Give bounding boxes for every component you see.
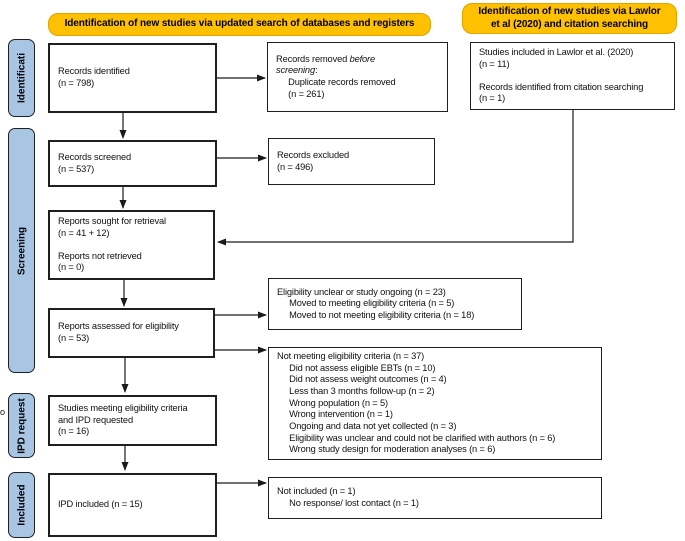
box-not-included: Not included (n = 1) No response/ lost c… <box>268 477 602 519</box>
box-records-removed: Records removed before screening: Duplic… <box>267 42 448 112</box>
stage-label-ipd-request: IPD request <box>8 393 35 458</box>
box-records-identified-text: Records identified (n = 798) <box>58 66 130 88</box>
banner-updated-search: Identification of new studies via update… <box>48 13 431 36</box>
stage-label-identification: Identificati <box>8 39 35 117</box>
box-studies-meeting-text: Studies meeting eligibility criteria and… <box>58 403 188 437</box>
box-not-meeting-text: Not meeting eligibility criteria (n = 37… <box>277 351 556 455</box>
stage-label-screening: Screening <box>8 128 35 373</box>
box-records-screened: Records screened (n = 537) <box>48 140 217 187</box>
arrow-lawlor-to-sought <box>217 110 574 246</box>
box-not-included-text: Not included (n = 1) No response/ lost c… <box>277 486 419 508</box>
box-records-excluded-text: Records excluded (n = 496) <box>277 149 350 172</box>
box-not-meeting: Not meeting eligibility criteria (n = 37… <box>268 347 602 460</box>
stage-label-ipd-request-text: IPD request <box>16 397 27 454</box>
box-reports-assessed: Reports assessed for eligibility (n = 53… <box>48 308 215 358</box>
stage-label-screening-text: Screening <box>16 226 27 275</box>
stray-character: o <box>0 407 6 417</box>
box-ipd-included: IPD included (n = 15) <box>48 473 217 537</box>
records-removed-normal2: : <box>314 65 318 76</box>
box-records-identified: Records identified (n = 798) <box>48 43 217 113</box>
stage-label-identification-text: Identificati <box>16 52 27 104</box>
box-records-removed-text: Records removed before screening: Duplic… <box>276 54 396 100</box>
box-reports-sought: Reports sought for retrieval (n = 41 + 1… <box>48 210 215 280</box>
box-reports-sought-text: Reports sought for retrieval (n = 41 + 1… <box>58 215 166 273</box>
box-studies-meeting: Studies meeting eligibility criteria and… <box>48 395 217 446</box>
stage-label-included-text: Included <box>16 484 27 526</box>
box-lawlor-studies: Studies included in Lawlor et al. (2020)… <box>470 42 675 110</box>
box-eligibility-unclear-text: Eligibility unclear or study ongoing (n … <box>277 286 475 320</box>
box-eligibility-unclear: Eligibility unclear or study ongoing (n … <box>268 278 522 330</box>
box-ipd-included-text: IPD included (n = 15) <box>58 499 143 510</box>
banner-lawlor-citation: Identification of new studies via Lawlor… <box>462 3 677 34</box>
box-records-excluded: Records excluded (n = 496) <box>268 138 435 185</box>
records-removed-italic: before screening <box>276 53 376 76</box>
box-records-screened-text: Records screened (n = 537) <box>58 151 132 174</box>
box-reports-assessed-text: Reports assessed for eligibility (n = 53… <box>58 321 179 343</box>
stage-label-included: Included <box>8 472 35 538</box>
box-lawlor-studies-text: Studies included in Lawlor et al. (2020)… <box>479 46 644 104</box>
records-removed-details: Duplicate records removed (n = 261) <box>288 77 396 99</box>
records-removed-normal1: Records removed <box>276 53 350 64</box>
